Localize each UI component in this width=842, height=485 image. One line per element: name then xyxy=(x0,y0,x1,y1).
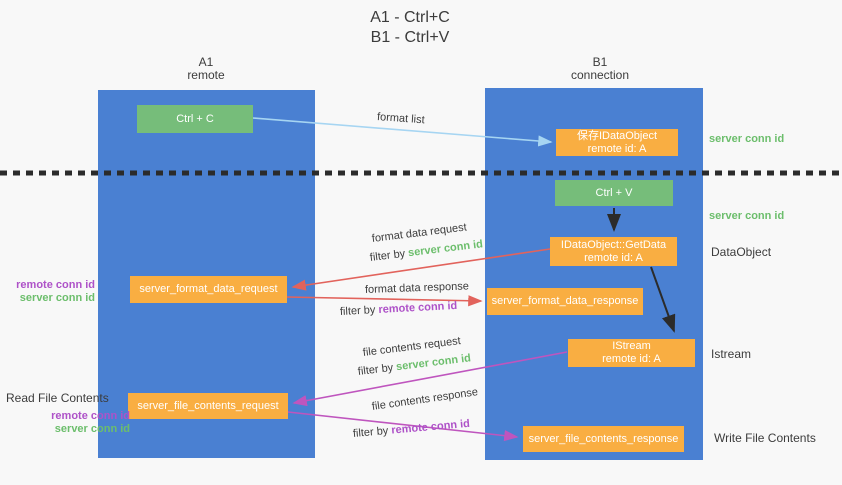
save-idataobject-line2: remote id: A xyxy=(587,142,647,155)
lane-b1-name: B1 xyxy=(592,55,608,69)
save-idataobject-line1: 保存IDataObject xyxy=(576,129,658,142)
remote-conn-id-label: remote conn id xyxy=(16,279,95,291)
filter-by-text: filter by xyxy=(339,303,379,318)
lane-a1-sub: remote xyxy=(187,68,225,82)
server-file-contents-request-box: server_file_contents_request xyxy=(128,393,288,419)
filter-by-text: filter by xyxy=(352,424,392,440)
file-request-conn-ids: remote conn id server conn id xyxy=(0,410,130,436)
server-format-data-response-label: server_format_data_response xyxy=(491,295,639,307)
server-conn-id-label: server conn id xyxy=(19,292,95,304)
lane-header-a1: A1 remote xyxy=(156,56,256,82)
dataobject-label: DataObject xyxy=(711,245,772,259)
format-data-response-label: format data response xyxy=(364,280,470,296)
remote-conn-id-label: remote conn id xyxy=(51,410,130,422)
server-file-contents-response-label: server_file_contents_response xyxy=(528,432,679,445)
ctrl-v-label: Ctrl + V xyxy=(595,186,633,199)
server-conn-id-text: server conn id xyxy=(407,238,484,260)
server-format-data-request-box: server_format_data_request xyxy=(130,276,287,303)
save-idataobject-box: 保存IDataObject remote id: A xyxy=(556,129,678,156)
getdata-line1: IDataObject::GetData xyxy=(560,238,667,251)
server-file-contents-request-label: server_file_contents_request xyxy=(137,399,279,412)
title-line-1: A1 - Ctrl+C xyxy=(370,9,450,26)
istream-line2: remote id: A xyxy=(602,353,661,365)
server-format-data-response-box: server_format_data_response xyxy=(487,288,643,315)
ctrl-c-box: Ctrl + C xyxy=(137,105,253,133)
lane-header-b1: B1 connection xyxy=(550,56,650,82)
server-file-contents-response-box: server_file_contents_response xyxy=(523,426,684,452)
format-response-filter-label: filter by remote conn id xyxy=(340,300,458,319)
title-line-2: B1 - Ctrl+V xyxy=(370,29,450,46)
server-conn-id-text: server conn id xyxy=(395,352,472,374)
ctrl-c-label: Ctrl + C xyxy=(176,112,214,125)
format-request-conn-ids: remote conn id server conn id xyxy=(0,279,95,305)
remote-conn-id-text: remote conn id xyxy=(390,417,471,437)
getdata-box: IDataObject::GetData remote id: A xyxy=(550,237,677,266)
remote-conn-id-text: remote conn id xyxy=(378,299,458,316)
lane-b1-sub: connection xyxy=(570,68,630,82)
filter-by-text: filter by xyxy=(369,247,409,264)
server-format-data-request-label: server_format_data_request xyxy=(139,283,278,295)
getdata-line2: remote id: A xyxy=(584,251,643,264)
server-conn-id-label-mid: server conn id xyxy=(709,210,785,222)
server-conn-id-label: server conn id xyxy=(54,423,130,435)
ctrl-v-box: Ctrl + V xyxy=(555,180,673,206)
istream-line1: IStream xyxy=(612,340,651,352)
lane-a1-name: A1 xyxy=(198,55,214,69)
istream-box: IStream remote id: A xyxy=(568,339,695,367)
diagram-title: A1 - Ctrl+C B1 - Ctrl+V xyxy=(330,8,490,48)
file-response-filter-label: filter by remote conn id xyxy=(352,418,470,441)
server-conn-id-label-top: server conn id xyxy=(709,133,785,145)
istream-label: Istream xyxy=(711,347,752,361)
write-file-contents-label: Write File Contents xyxy=(714,431,816,445)
read-file-contents-label: Read File Contents xyxy=(6,391,109,405)
filter-by-text: filter by xyxy=(357,361,397,378)
file-contents-response-label: file contents response xyxy=(371,386,479,413)
format-list-label: format list xyxy=(376,111,426,127)
